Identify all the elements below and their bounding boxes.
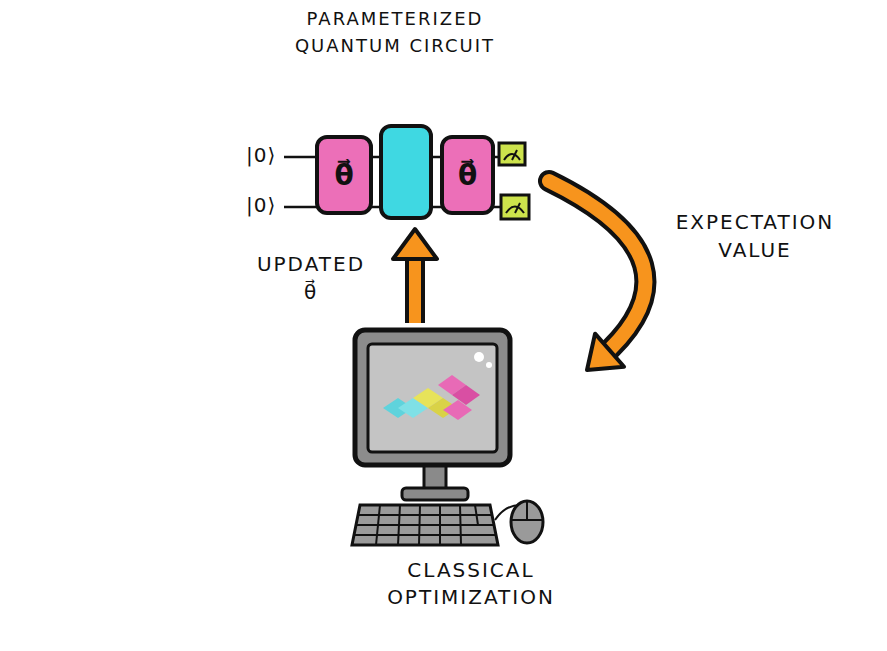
entangling-gate [381,126,431,218]
arrow-head [393,229,437,259]
gate-parameter: θ⃗ [458,159,477,192]
arrow-body [549,181,645,359]
node-caption: CLASSICAL OPTIMIZATION [355,557,587,611]
flow-arrow [393,229,437,323]
qubit-state: |0⟩ [246,143,276,167]
arrow-outline [549,181,645,359]
arrow-head [587,334,624,370]
arrow-body [409,255,421,323]
computer-illustration [352,330,543,545]
classical-computer: CLASSICAL OPTIMIZATION [355,325,587,615]
measurement-symbol [501,195,529,219]
circuit-region: PARAMETERIZED QUANTUM CIRCUIT θ⃗ θ⃗ [245,5,545,225]
edge-label: EXPECTATION VALUE [648,208,862,264]
gate-parameter: θ⃗ [334,159,353,192]
qubit-state: |0⟩ [246,193,276,217]
parameterized-gate: θ⃗ [315,135,373,215]
parameterized-gate: θ⃗ [440,135,495,215]
arrow-outline [405,255,425,323]
measurement-symbol [499,143,525,165]
flow-arrow [549,181,645,370]
edge-label: UPDATED θ⃗ [250,250,372,306]
circuit-heading: PARAMETERIZED QUANTUM CIRCUIT [275,5,515,59]
